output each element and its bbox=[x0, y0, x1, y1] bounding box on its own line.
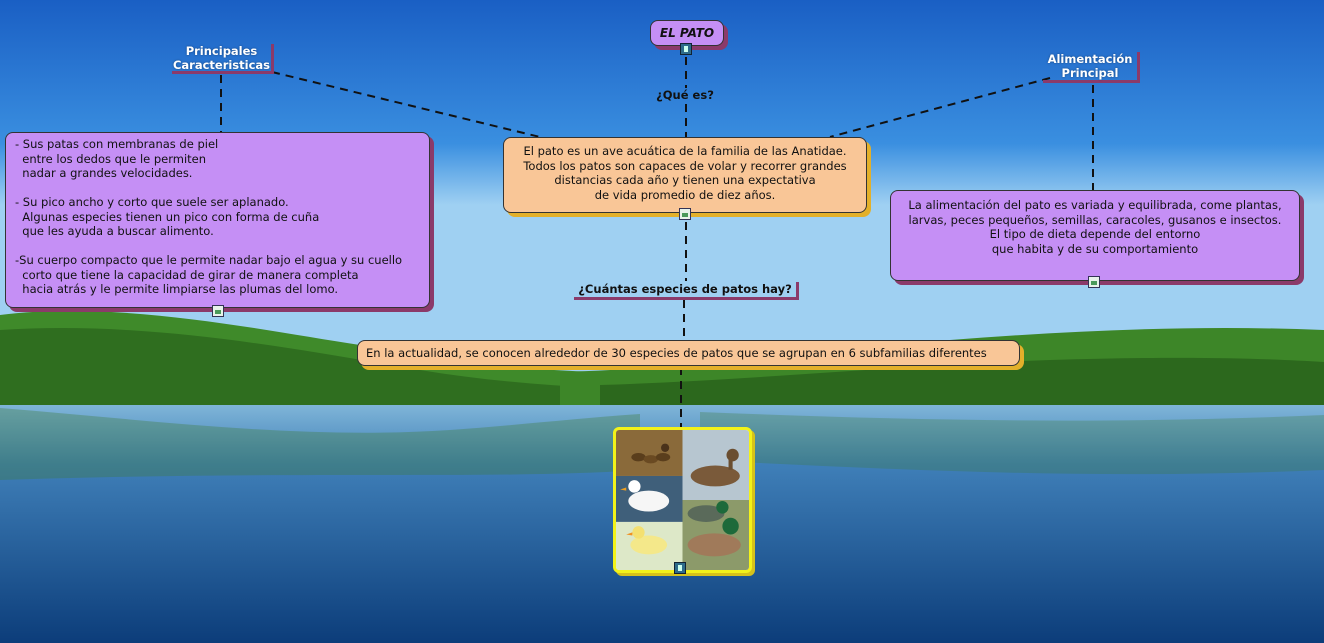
title-text: EL PATO bbox=[659, 26, 715, 40]
image-icon[interactable] bbox=[212, 305, 224, 317]
label-principales-caracteristicas[interactable]: Principales Caracteristicas bbox=[172, 44, 274, 74]
film-icon[interactable] bbox=[674, 562, 686, 574]
title-node[interactable]: EL PATO bbox=[650, 20, 724, 46]
label-que-es[interactable]: ¿Qué es? bbox=[656, 88, 714, 102]
box-caracteristicas[interactable]: - Sus patas con membranas de piel entre … bbox=[5, 132, 430, 308]
image-icon[interactable] bbox=[1088, 276, 1100, 288]
box-que-es[interactable]: El pato es un ave acuática de la familia… bbox=[503, 137, 867, 213]
box-especies[interactable]: En la actualidad, se conocen alrededor d… bbox=[357, 340, 1020, 366]
label-cuantas-especies[interactable]: ¿Cuántas especies de patos hay? bbox=[574, 282, 799, 300]
duck-photo-collage[interactable] bbox=[613, 427, 752, 573]
image-icon[interactable] bbox=[679, 208, 691, 220]
film-icon[interactable] bbox=[680, 43, 692, 55]
box-alimentacion[interactable]: La alimentación del pato es variada y eq… bbox=[890, 190, 1300, 281]
label-alimentacion-principal[interactable]: Alimentación Principal bbox=[1043, 52, 1140, 83]
